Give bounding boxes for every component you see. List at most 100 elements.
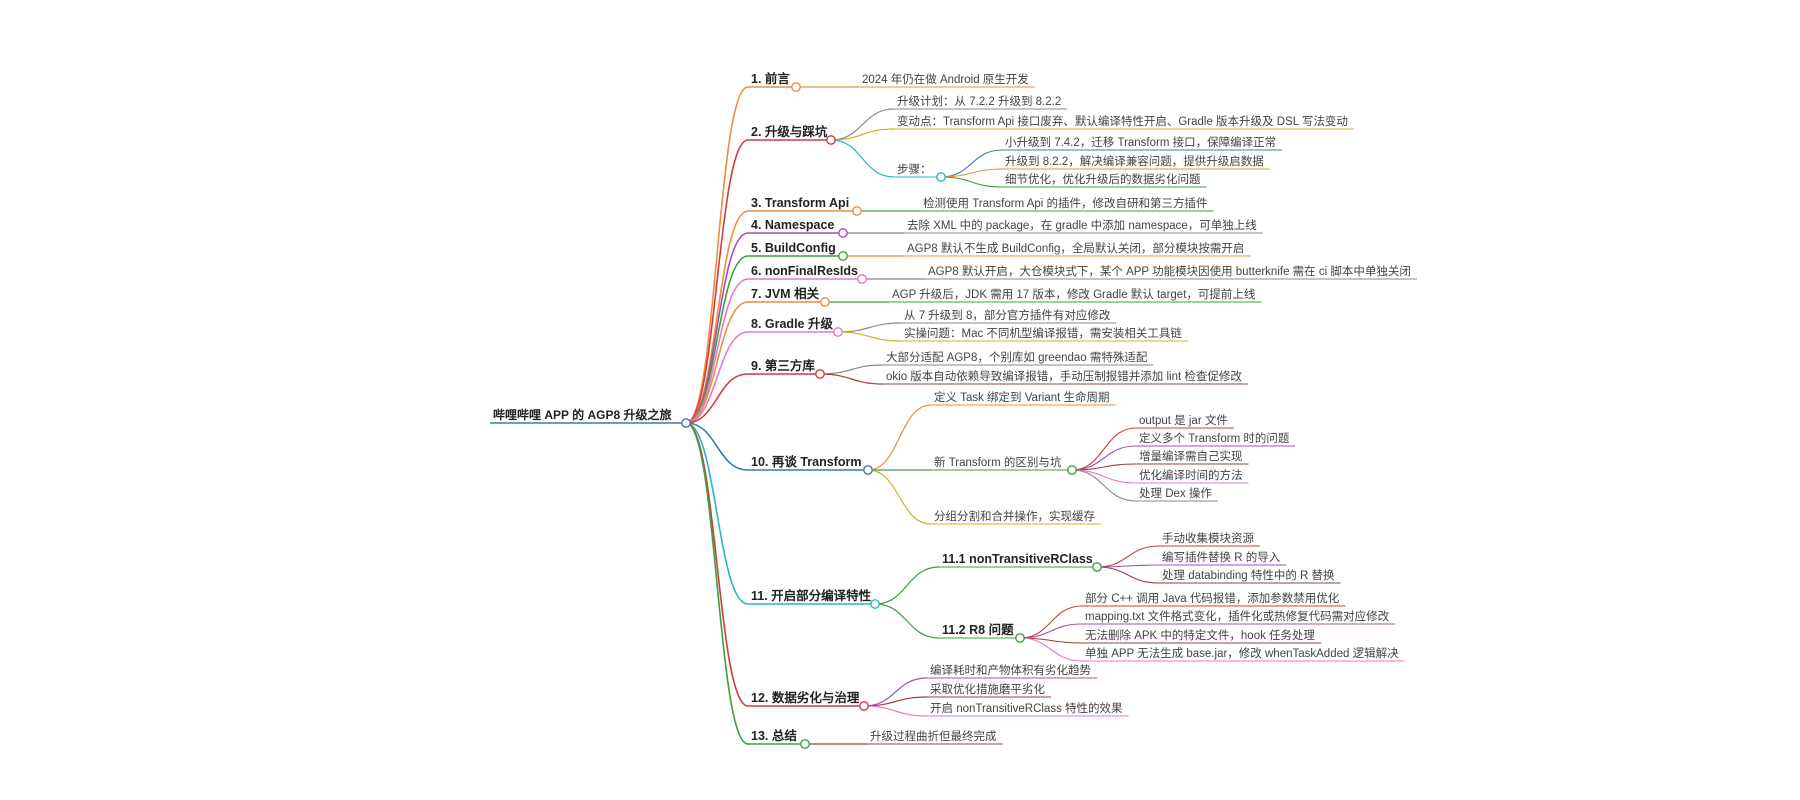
subtopic-connector bbox=[874, 603, 940, 639]
branch-connector bbox=[685, 278, 749, 424]
leaf-connector bbox=[1019, 605, 1083, 639]
leaf-topic-label[interactable]: 定义多个 Transform 时的问题 bbox=[1139, 431, 1290, 445]
collapse-toggle-circle[interactable] bbox=[1067, 465, 1077, 475]
branch-topic-label[interactable]: 8. Gradle 升级 bbox=[751, 316, 833, 331]
branch-topic-label[interactable]: 4. Namespace bbox=[751, 218, 834, 232]
subtopic-label[interactable]: okio 版本自动依赖导致编译报错，手动压制报错并添加 lint 检查促修改 bbox=[886, 369, 1242, 383]
branch-connector bbox=[685, 331, 749, 424]
subtopic-label[interactable]: 编译耗时和产物体积有劣化趋势 bbox=[930, 663, 1091, 677]
leaf-topic-label[interactable]: 细节优化，优化升级后的数据劣化问题 bbox=[1005, 172, 1201, 186]
subtopic-connector bbox=[874, 566, 940, 605]
subtopic-connector bbox=[837, 322, 902, 333]
branch-connector bbox=[685, 422, 749, 707]
branch-topic-label[interactable]: 10. 再谈 Transform bbox=[751, 454, 861, 469]
branch-topic-label[interactable]: 12. 数据劣化与治理 bbox=[751, 690, 860, 705]
collapse-toggle-circle[interactable] bbox=[852, 206, 862, 216]
branch-topic-label[interactable]: 2. 升级与踩坑 bbox=[751, 124, 828, 139]
subtopic-label[interactable]: 11.1 nonTransitiveRClass bbox=[942, 552, 1093, 566]
collapse-toggle-circle[interactable] bbox=[838, 228, 848, 238]
branch-connector bbox=[685, 139, 749, 424]
branch-connector bbox=[685, 210, 749, 424]
leaf-topic-label[interactable]: 编写插件替换 R 的导入 bbox=[1162, 550, 1281, 564]
branch-connector bbox=[685, 422, 749, 471]
subtopic-connector bbox=[819, 373, 884, 385]
collapse-toggle-circle[interactable] bbox=[800, 739, 810, 749]
collapse-toggle-circle[interactable] bbox=[826, 135, 836, 145]
leaf-topic-label[interactable]: 手动收集模块资源 bbox=[1162, 531, 1254, 545]
root-collapse-toggle-circle[interactable] bbox=[681, 418, 691, 428]
subtopic-connector bbox=[867, 469, 932, 525]
mindmap-nodes: 哔哩哔哩 APP 的 AGP8 升级之旅 1. 前言 2024 年仍在做 Andro… bbox=[493, 71, 1411, 749]
collapse-toggle-circle[interactable] bbox=[863, 465, 873, 475]
leaf-connector bbox=[1096, 566, 1160, 584]
collapse-toggle-circle[interactable] bbox=[838, 251, 848, 261]
leaf-topic-label[interactable]: 升级到 8.2.2，解决编译兼容问题，提供升级启数据 bbox=[1005, 154, 1264, 168]
mindmap-edges bbox=[490, 86, 1417, 745]
leaf-topic-label[interactable]: 处理 databinding 特性中的 R 替换 bbox=[1162, 568, 1335, 582]
subtopic-label[interactable]: 2024 年仍在做 Android 原生开发 bbox=[862, 72, 1029, 86]
branch-topic-label[interactable]: 9. 第三方库 bbox=[751, 358, 815, 373]
subtopic-label[interactable]: 开启 nonTransitiveRClass 特性的效果 bbox=[930, 701, 1123, 715]
leaf-connector bbox=[940, 176, 1003, 188]
branch-connector bbox=[685, 422, 749, 605]
subtopic-connector bbox=[867, 404, 932, 471]
subtopic-label[interactable]: 变动点：Transform Api 接口废弃、默认编译特性开启、Gradle 版… bbox=[897, 114, 1348, 128]
subtopic-label[interactable]: 定义 Task 绑定到 Variant 生命周期 bbox=[934, 390, 1110, 404]
subtopic-label[interactable]: 检测使用 Transform Api 的插件，修改自研和第三方插件 bbox=[923, 196, 1208, 210]
collapse-toggle-circle[interactable] bbox=[1092, 562, 1102, 572]
subtopic-label[interactable]: AGP8 默认不生成 BuildConfig，全局默认关闭，部分模块按需开启 bbox=[907, 241, 1244, 255]
branch-topic-label[interactable]: 1. 前言 bbox=[751, 71, 790, 86]
leaf-topic-label[interactable]: 处理 Dex 操作 bbox=[1139, 486, 1212, 500]
branch-topic-label[interactable]: 6. nonFinalResIds bbox=[751, 264, 858, 278]
leaf-connector bbox=[1071, 469, 1137, 502]
collapse-toggle-circle[interactable] bbox=[820, 297, 830, 307]
subtopic-label[interactable]: AGP8 默认开启，大仓模块式下，某个 APP 功能模块因使用 butterkn… bbox=[928, 264, 1411, 278]
collapse-toggle-circle[interactable] bbox=[815, 369, 825, 379]
branch-topic-label[interactable]: 3. Transform Api bbox=[751, 196, 849, 210]
subtopic-label[interactable]: AGP 升级后，JDK 需用 17 版本，修改 Gradle 默认 target… bbox=[892, 287, 1256, 301]
leaf-topic-label[interactable]: 无法删除 APK 中的特定文件，hook 任务处理 bbox=[1085, 628, 1316, 642]
collapse-toggle-circle[interactable] bbox=[857, 274, 867, 284]
subtopic-label[interactable]: 升级计划：从 7.2.2 升级到 8.2.2 bbox=[897, 95, 1061, 108]
leaf-topic-label[interactable]: mapping.txt 文件格式变化，插件化或热修复代码需对应修改 bbox=[1085, 609, 1390, 623]
subtopic-label[interactable]: 大部分适配 AGP8，个别库如 greendao 需特殊适配 bbox=[886, 350, 1148, 364]
branch-connector bbox=[685, 373, 749, 424]
subtopic-label[interactable]: 采取优化措施磨平劣化 bbox=[930, 682, 1045, 696]
subtopic-connector bbox=[837, 331, 902, 342]
collapse-toggle-circle[interactable] bbox=[870, 599, 880, 609]
subtopic-label[interactable]: 分组分割和合并操作，实现缓存 bbox=[934, 509, 1095, 523]
leaf-topic-label[interactable]: 部分 C++ 调用 Java 代码报错，添加参数禁用优化 bbox=[1085, 591, 1340, 605]
collapse-toggle-circle[interactable] bbox=[936, 172, 946, 182]
branch-topic-label[interactable]: 7. JVM 相关 bbox=[751, 286, 820, 301]
subtopic-label[interactable]: 去除 XML 中的 package，在 gradle 中添加 namespace… bbox=[907, 218, 1257, 232]
leaf-connector bbox=[1019, 623, 1083, 639]
branch-connector bbox=[685, 301, 749, 424]
leaf-topic-label[interactable]: output 是 jar 文件 bbox=[1139, 413, 1228, 427]
subtopic-connector bbox=[830, 108, 895, 141]
branch-connector bbox=[685, 86, 749, 424]
subtopic-label[interactable]: 新 Transform 的区别与坑 bbox=[934, 455, 1062, 469]
subtopic-label[interactable]: 升级过程曲折但最终完成 bbox=[870, 729, 997, 743]
branch-topic-label[interactable]: 11. 开启部分编译特性 bbox=[751, 588, 872, 603]
subtopic-label[interactable]: 从 7 升级到 8，部分官方插件有对应修改 bbox=[904, 308, 1111, 322]
subtopic-label[interactable]: 实操问题：Mac 不同机型编译报错，需安装相关工具链 bbox=[904, 326, 1182, 340]
collapse-toggle-circle[interactable] bbox=[833, 327, 843, 337]
subtopic-label[interactable]: 步骤： bbox=[897, 163, 932, 176]
branch-topic-label[interactable]: 5. BuildConfig bbox=[751, 241, 836, 255]
branch-topic-label[interactable]: 13. 总结 bbox=[751, 728, 797, 743]
subtopic-connector bbox=[830, 128, 895, 141]
collapse-toggle-circle[interactable] bbox=[791, 82, 801, 92]
leaf-topic-label[interactable]: 增量编译需自己实现 bbox=[1139, 449, 1243, 463]
leaf-connector bbox=[1071, 427, 1137, 471]
leaf-topic-label[interactable]: 单独 APP 无法生成 base.jar，修改 whenTaskAdded 逻辑… bbox=[1085, 646, 1399, 660]
leaf-topic-label[interactable]: 小升级到 7.4.2，迁移 Transform 接口，保障编译正常 bbox=[1005, 135, 1276, 149]
leaf-connector bbox=[1071, 469, 1137, 484]
root-topic-label[interactable]: 哔哩哔哩 APP 的 AGP8 升级之旅 bbox=[493, 407, 671, 422]
subtopic-connector bbox=[830, 139, 895, 178]
subtopic-connector bbox=[863, 705, 928, 717]
subtopic-label[interactable]: 11.2 R8 问题 bbox=[942, 622, 1014, 637]
subtopic-connector bbox=[819, 364, 884, 375]
leaf-topic-label[interactable]: 优化编译时间的方法 bbox=[1139, 468, 1243, 482]
collapse-toggle-circle[interactable] bbox=[859, 701, 869, 711]
collapse-toggle-circle[interactable] bbox=[1015, 633, 1025, 643]
